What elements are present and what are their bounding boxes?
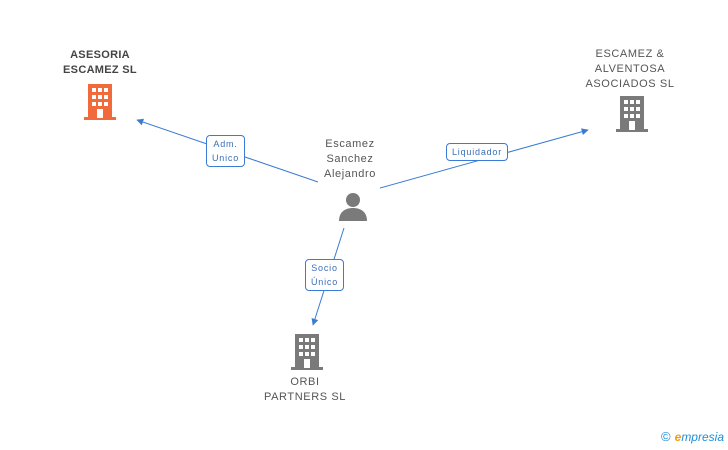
edge-label-line: Adm. [213, 139, 238, 149]
node-asesoria-label[interactable]: ASESORIA ESCAMEZ SL [47, 48, 153, 78]
node-escamez-alventosa-label-line: ESCAMEZ & [595, 48, 665, 60]
node-escamez-alventosa-label-line: ASOCIADOS SL [585, 78, 675, 90]
node-asesoria-label-line: ASESORIA [70, 49, 130, 61]
node-escamez-alventosa-label-line: ALVENTOSA [594, 63, 666, 75]
logo-text: mpresia [681, 429, 724, 444]
edge-label-line: Liquidador [452, 147, 503, 157]
person-icon[interactable] [338, 191, 368, 221]
building-icon[interactable] [291, 334, 323, 370]
building-icon[interactable] [84, 84, 116, 120]
node-orbi-label[interactable]: ORBI PARTNERS SL [255, 375, 355, 405]
edge-label-adm-unico[interactable]: Adm. Unico [206, 135, 246, 167]
node-asesoria-label-line: ESCAMEZ SL [63, 64, 137, 76]
node-orbi-label-line: ORBI [290, 376, 320, 388]
edge-label-liquidador[interactable]: Liquidador [446, 143, 509, 161]
copyright-symbol: © [661, 429, 671, 444]
node-person-label[interactable]: Escamez Sanchez Alejandro [300, 137, 400, 182]
edge-label-line: Único [311, 277, 339, 287]
node-person-label-line: Sanchez [326, 153, 374, 165]
edge-label-line: Unico [212, 153, 240, 163]
empresia-logo: empresia [675, 430, 724, 444]
node-escamez-alventosa-label[interactable]: ESCAMEZ & ALVENTOSA ASOCIADOS SL [577, 47, 683, 92]
edge-label-socio-unico[interactable]: Socio Único [305, 259, 345, 291]
node-orbi-label-line: PARTNERS SL [264, 391, 346, 403]
logo-initial: e [674, 429, 682, 444]
node-person-label-line: Alejandro [324, 168, 376, 180]
edge-label-line: Socio [311, 263, 338, 273]
node-person-label-line: Escamez [325, 138, 375, 150]
building-icon[interactable] [616, 96, 648, 132]
footer-brand: © empresia [661, 429, 724, 444]
